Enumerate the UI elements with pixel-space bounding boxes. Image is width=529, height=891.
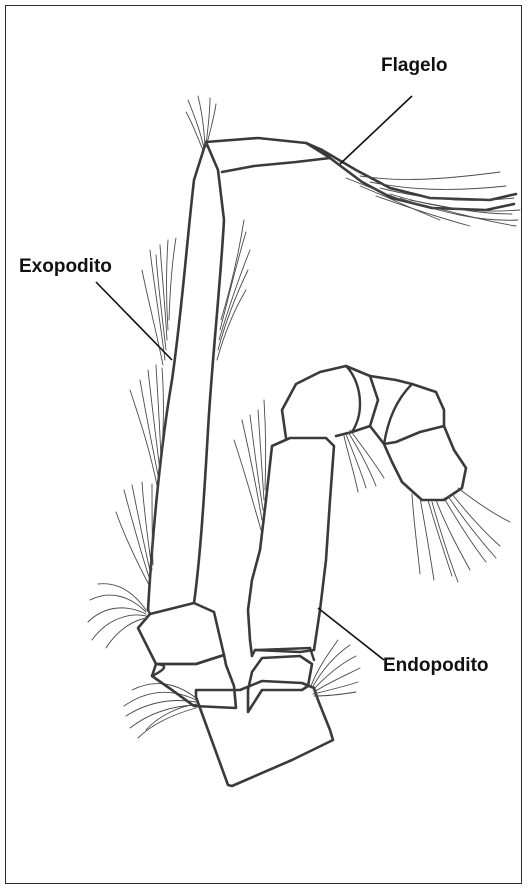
endopodite-segments: [234, 400, 334, 712]
exopodite-base-bristles: [88, 584, 147, 648]
endopodito-label: Endopodito: [383, 655, 489, 677]
exopodite-main-segment: [88, 96, 250, 648]
flagellum: [206, 138, 520, 226]
exopodito-label: Exopodito: [19, 256, 112, 278]
exopodito-leader-line: [96, 282, 172, 360]
protopodite: [124, 640, 360, 786]
endopodite-terminal-bristles: [412, 488, 510, 582]
endopodite-bristles: [234, 400, 266, 530]
endopodite-distal-segments: [282, 366, 510, 582]
base-left-bristles: [124, 684, 197, 738]
endopodito-leader-line: [318, 608, 384, 660]
base-right-bristles: [311, 640, 360, 696]
endopodite-inner-bristles: [344, 430, 384, 492]
flagelo-leader-line: [340, 96, 412, 164]
flagelo-label: Flagelo: [381, 55, 448, 77]
